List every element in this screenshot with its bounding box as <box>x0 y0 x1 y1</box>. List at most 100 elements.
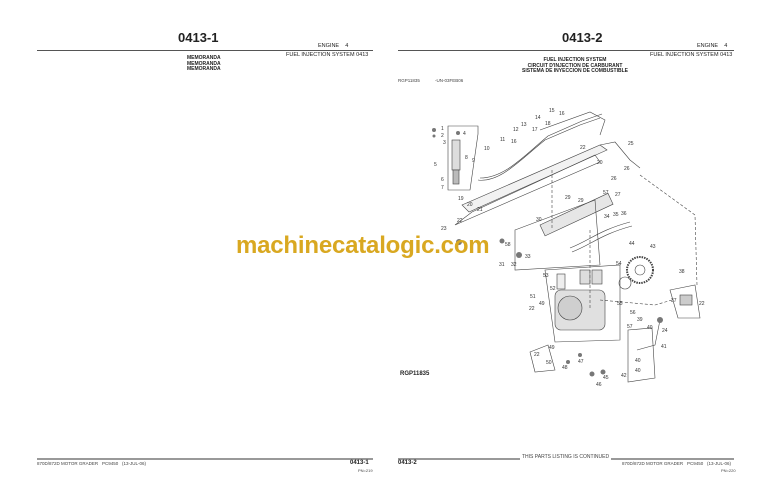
page-title-left: 0413-1 <box>178 30 219 45</box>
footer-pn-right: PN=220 <box>721 468 736 473</box>
callout-46: 46 <box>596 382 602 388</box>
callout-36: 36 <box>621 211 627 217</box>
callout-40: 40 <box>635 358 641 364</box>
callout-54: 54 <box>616 261 622 267</box>
pump-supply-line <box>636 319 661 351</box>
injector <box>451 139 461 171</box>
callout-22: 22 <box>699 301 705 307</box>
fitting-group-box <box>529 344 556 373</box>
callout-10: 10 <box>484 146 490 152</box>
sensor <box>679 294 693 306</box>
callout-52: 52 <box>550 286 556 292</box>
callout-1: 1 <box>441 126 444 132</box>
header-rule-right <box>398 50 734 51</box>
callout-29: 29 <box>578 198 584 204</box>
callout-15: 15 <box>549 108 555 114</box>
callout-7: 7 <box>441 185 444 191</box>
callout-22: 22 <box>534 352 540 358</box>
watermark: machinecatalogic.com <box>236 232 490 259</box>
pump-head <box>579 269 591 285</box>
fuel-line <box>479 113 603 179</box>
callout-24: 24 <box>662 328 668 334</box>
callout-37: 37 <box>671 298 677 304</box>
callout-53: 53 <box>543 273 549 279</box>
footer-model: 870D/872D MOTOR GRADER <box>622 461 684 466</box>
callout-55: 55 <box>617 301 623 307</box>
heading-fr: CIRCUIT D'INJECTION DE CARBURANT <box>527 62 623 69</box>
footer-info-right: 870D/872D MOTOR GRADER PC9450 (13-JUL-06… <box>622 461 731 466</box>
callout-39: 39 <box>637 317 643 323</box>
continued-notice: THIS PARTS LISTING IS CONTINUED <box>522 454 610 460</box>
filter <box>556 273 566 290</box>
group-label-right: FUEL INJECTION SYSTEM 0413 <box>650 52 733 58</box>
callout-57: 57 <box>603 190 609 196</box>
callout-26: 26 <box>624 166 630 172</box>
gear-hub <box>634 264 646 276</box>
leader-line <box>639 174 698 286</box>
pump-head <box>591 269 603 285</box>
footer-rule-right-a <box>398 458 520 460</box>
rail-pipe <box>571 225 633 253</box>
section-label-left: ENGINE 4 <box>318 43 348 49</box>
callout-16: 16 <box>511 139 517 145</box>
callout-31: 31 <box>499 262 505 268</box>
fuel-line <box>539 111 606 136</box>
callout-35: 35 <box>613 212 619 218</box>
callout-2: 2 <box>441 133 444 139</box>
callout-23: 23 <box>441 226 447 232</box>
callout-56: 56 <box>630 310 636 316</box>
o-ring <box>618 276 632 290</box>
callout-11: 11 <box>500 137 505 143</box>
sensor-group-box <box>669 284 701 319</box>
callout-58: 58 <box>505 242 511 248</box>
callout-19: 19 <box>458 196 464 202</box>
rail-group-box <box>514 199 601 271</box>
callout-16: 16 <box>559 111 565 117</box>
callout-40: 40 <box>635 368 641 374</box>
callout-38: 38 <box>679 269 685 275</box>
callout-17: 17 <box>532 127 538 133</box>
footer-catalog: PC9450 <box>686 461 704 466</box>
section-name: ENGINE <box>697 43 719 49</box>
footer-info-left: 870D/872D MOTOR GRADER PC9450 (13-JUL-06… <box>37 461 146 466</box>
common-rail <box>539 192 614 237</box>
memoranda-line: MEMORANDA <box>187 66 221 72</box>
line-group-box <box>627 327 656 383</box>
heading-es: SISTEMA DE INYECCION DE COMBUSTIBLE <box>522 68 628 74</box>
callout-22: 22 <box>529 306 535 312</box>
callout-30: 30 <box>536 217 542 223</box>
callout-12: 12 <box>513 127 519 133</box>
pump-drive <box>557 295 583 321</box>
memoranda-line: MEMORANDA <box>187 60 221 67</box>
section-number: 4 <box>724 43 728 49</box>
callout-18: 18 <box>545 121 551 127</box>
callout-40: 40 <box>647 325 653 331</box>
injector-tip <box>452 169 460 185</box>
section-name: ENGINE <box>318 43 340 49</box>
callout-27: 27 <box>615 192 621 198</box>
callout-8: 8 <box>465 155 468 161</box>
page-title-right: 0413-2 <box>562 30 603 45</box>
callout-47: 47 <box>578 359 584 365</box>
injector-group-box <box>447 125 479 191</box>
return-line <box>599 141 641 169</box>
rail-pipe <box>569 221 631 249</box>
footer-rule-left <box>37 458 373 460</box>
callout-44: 44 <box>629 241 635 247</box>
harness-rail <box>461 144 608 213</box>
callout-33: 33 <box>525 254 531 260</box>
callout-22: 22 <box>580 145 586 151</box>
callout-43: 43 <box>650 244 656 250</box>
callout-29: 29 <box>565 195 571 201</box>
footer-catalog: PC9450 <box>101 461 119 466</box>
drive-gear <box>626 256 654 284</box>
callout-22: 22 <box>457 218 463 224</box>
callout-20: 20 <box>597 160 603 166</box>
heading-en: FUEL INJECTION SYSTEM <box>543 57 607 63</box>
footer-page-right: 0413-2 <box>398 460 417 466</box>
callout-3: 3 <box>443 140 446 146</box>
group-label-left: FUEL INJECTION SYSTEM 0413 <box>286 52 369 58</box>
footer-rule-right-b <box>611 458 734 460</box>
callout-50: 50 <box>546 360 552 366</box>
